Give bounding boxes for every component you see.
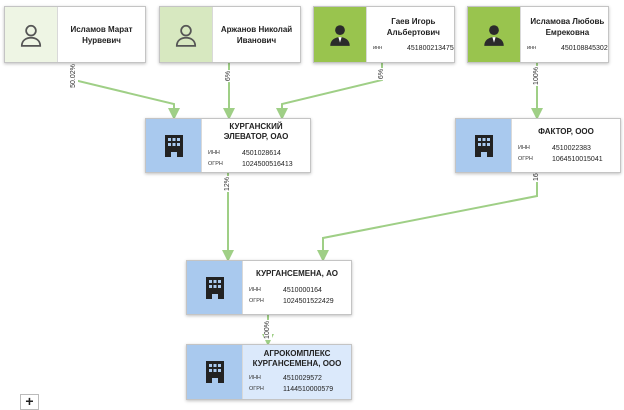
inn-label: ИНН — [518, 144, 530, 151]
company-card-kurgansemena[interactable]: КУРГАНСЕМЕНА, АО ИНН 4510000164 ОГРН 10245… — [186, 260, 352, 315]
company-card-kurgan-elevator[interactable]: КУРГАНСКИЙ ЭЛЕВАТОР, ОАО ИНН 4501028614 О… — [145, 118, 311, 173]
person-businessman-icon — [314, 7, 367, 62]
company-card-faktor[interactable]: ФАКТОР, ООО ИНН 4510022383 ОГРН 1064510015… — [455, 118, 621, 173]
building-icon — [456, 119, 512, 172]
building-icon — [187, 345, 243, 399]
ogrn-value: 1144510000579 — [283, 386, 334, 393]
share-label: 6% — [225, 69, 233, 83]
share-label: 100% — [264, 320, 272, 340]
company-name: КУРГАНСКИЙ ЭЛЕВАТОР, ОАО — [223, 121, 289, 141]
edge-islamov-elevator — [73, 62, 180, 120]
ogrn-label: ОГРН — [249, 297, 264, 304]
share-label: 12% — [224, 175, 232, 193]
ogrn-value: 1024501522429 — [283, 297, 334, 305]
inn-label: инн — [373, 44, 383, 51]
zoom-in-button[interactable]: + — [20, 394, 39, 410]
person-name: Аржанов Николай Иванович — [220, 24, 293, 45]
person-businessman-icon — [468, 7, 521, 62]
inn-label: ИНН — [249, 286, 261, 293]
inn-label: ИНН — [249, 375, 261, 381]
inn-value: 4510000164 — [283, 286, 322, 294]
person-name: Гаев Игорь Альбертович — [386, 16, 440, 37]
company-name: ФАКТОР, ООО — [538, 126, 594, 136]
person-icon — [160, 7, 213, 62]
person-card-arzhanov[interactable]: Аржанов Николай Иванович — [159, 6, 301, 63]
inn-value: 451800213475 — [407, 44, 454, 52]
share-label: 6% — [378, 67, 386, 81]
person-card-islamova[interactable]: Исламова Любовь Емрековна инн 45010884530… — [467, 6, 609, 63]
company-name: АГРОКОМПЛЕКС КУРГАНСЕМЕНА, ООО — [252, 349, 342, 368]
ogrn-label: ОГРН — [518, 155, 533, 162]
share-label: 100% — [533, 66, 541, 86]
person-name: Исламов Марат Нурвевич — [70, 24, 133, 45]
person-icon — [5, 7, 58, 62]
share-label: 50.02% — [70, 63, 78, 89]
inn-label: инн — [527, 44, 537, 51]
inn-value: 4501028614 — [242, 149, 281, 157]
company-card-agrokompleks[interactable]: АГРОКОМПЛЕКС КУРГАНСЕМЕНА, ООО ИНН 451002… — [186, 344, 352, 400]
edge-gaev-elevator — [276, 62, 383, 120]
inn-value: 4510022383 — [552, 144, 591, 152]
inn-label: ИНН — [208, 149, 220, 156]
person-card-gaev[interactable]: Гаев Игорь Альбертович инн 451800213475 — [313, 6, 455, 63]
inn-value: 4510029572 — [283, 375, 322, 382]
building-icon — [187, 261, 243, 314]
ogrn-value: 1064510015041 — [552, 155, 603, 163]
person-name: Исламова Любовь Емрековна — [530, 16, 605, 37]
person-card-islamov[interactable]: Исламов Марат Нурвевич — [4, 6, 146, 63]
ogrn-label: ОГРН — [208, 160, 223, 167]
company-name: КУРГАНСЕМЕНА, АО — [256, 268, 338, 278]
ogrn-value: 1024500516413 — [242, 160, 293, 168]
edge-faktor-kurgansemena — [317, 173, 538, 262]
inn-value: 450108845302 — [561, 44, 608, 52]
ogrn-label: ОГРН — [249, 386, 264, 392]
building-icon — [146, 119, 202, 172]
